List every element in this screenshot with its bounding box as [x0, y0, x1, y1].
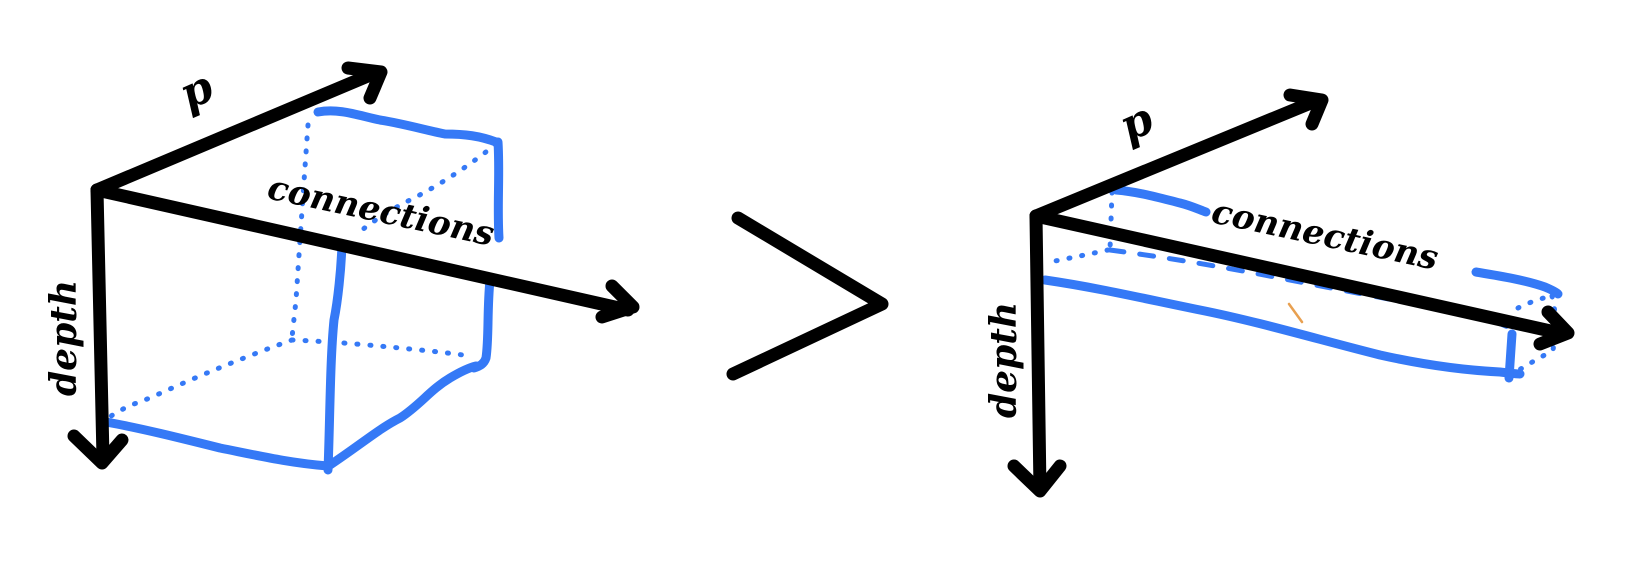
right-p-axis: [1029, 93, 1325, 223]
left-p-label: p: [172, 61, 221, 120]
right-volume-hidden-right-top: [1515, 293, 1555, 311]
right-p-label: p: [1112, 93, 1161, 152]
left-volume: [101, 106, 504, 475]
right-connections-axis: [1029, 209, 1571, 341]
right-depth-axis: [1029, 209, 1047, 497]
left-connections-arrowhead: [595, 279, 640, 324]
right-diagram: p connections depth: [983, 88, 1575, 498]
left-volume-hidden-bottom-back: [103, 337, 295, 423]
left-depth-axis: [90, 183, 110, 465]
accent-mark: [1287, 302, 1304, 324]
right-volume-hidden-left-edge: [1047, 247, 1111, 265]
left-depth-arrowhead: [67, 429, 129, 470]
left-volume-bottom-right-edge: [325, 361, 481, 470]
left-volume-top-edge: [313, 106, 501, 147]
left-p-arrowhead: [341, 61, 388, 105]
left-volume-bottom-front-edge: [101, 417, 333, 471]
left-p-axis: [90, 66, 382, 197]
left-volume-hidden-bottom-right: [289, 337, 473, 359]
right-volume-top-left-edge: [1111, 185, 1211, 217]
right-volume-front-edge: [1040, 275, 1525, 379]
right-volume-hidden-back-edge: [1107, 247, 1523, 337]
right-volume-hidden-vertical: [1107, 189, 1115, 253]
left-volume-front-middle-edge: [323, 240, 347, 475]
right-connections-arrowhead: [1533, 305, 1575, 351]
left-volume-front-right-edge: [469, 275, 495, 373]
left-depth-label: depth: [43, 280, 85, 396]
right-p-arrowhead: [1283, 88, 1329, 131]
left-diagram: p connections depth: [43, 61, 640, 475]
right-volume-top-right-edge: [1471, 267, 1563, 299]
right-depth-arrowhead: [1007, 459, 1067, 498]
right-axes: [1007, 88, 1575, 498]
left-connections-axis: [90, 183, 635, 317]
left-volume-hidden-top-diagonal: [359, 141, 499, 233]
left-volume-hidden-vertical: [289, 122, 311, 343]
right-depth-label: depth: [983, 302, 1025, 418]
left-axes: [67, 61, 640, 470]
right-volume-front-right-edge: [1504, 329, 1517, 383]
left-volume-back-right-edge: [493, 137, 504, 243]
greater-than-symbol: >: [726, 211, 889, 381]
greater-than-mark: [726, 211, 889, 381]
